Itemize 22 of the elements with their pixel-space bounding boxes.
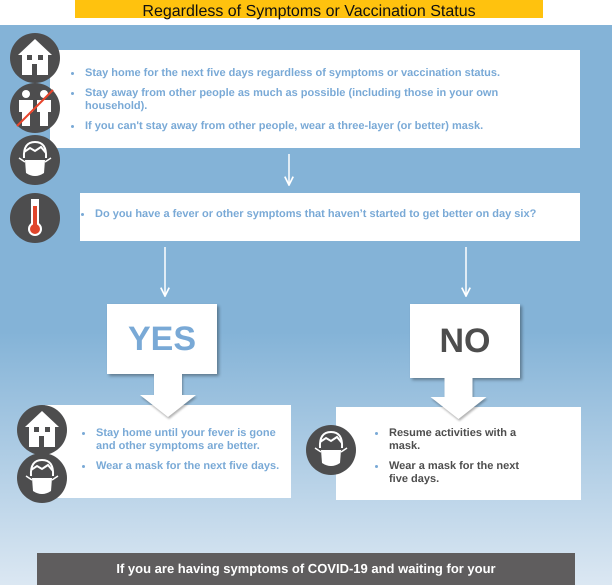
note-text: If you are having symptoms of COVID-19 and waiting for your [115, 561, 497, 576]
answer-text: YES [128, 320, 196, 358]
arrow [284, 154, 294, 186]
question-box [80, 193, 580, 241]
instruction-box [45, 405, 291, 498]
arrow [460, 247, 472, 297]
instruction-text: Stay away from other people as much as possible (including those in your own household). [85, 87, 498, 112]
instruction-box [50, 50, 580, 148]
answer-box [410, 304, 520, 378]
instruction-text: Stay home for the next five days regardless of symptoms or vaccination status. [85, 67, 500, 79]
arrow [160, 247, 170, 297]
title-banner: Regardless of Symptoms or Vaccination Status [75, 0, 543, 18]
note-box [37, 553, 575, 585]
instruction-box [336, 407, 581, 500]
instruction-text: Resume activities with a mask. [389, 427, 516, 452]
answer-box [107, 304, 217, 374]
instruction-text: Wear a mask for the next five days. [389, 460, 520, 485]
answer-text: NO [440, 322, 490, 360]
instruction-text: Wear a mask for the next five days. [96, 460, 280, 472]
instruction-text: Stay home until your fever is gone and other symptoms are better. [96, 427, 276, 452]
instruction-text: If you can't stay away from other people, wear a three-layer (or better) mask. [85, 120, 484, 132]
instruction-text: Do you have a fever or other symptoms that haven’t started to get better on day six? [95, 208, 536, 220]
